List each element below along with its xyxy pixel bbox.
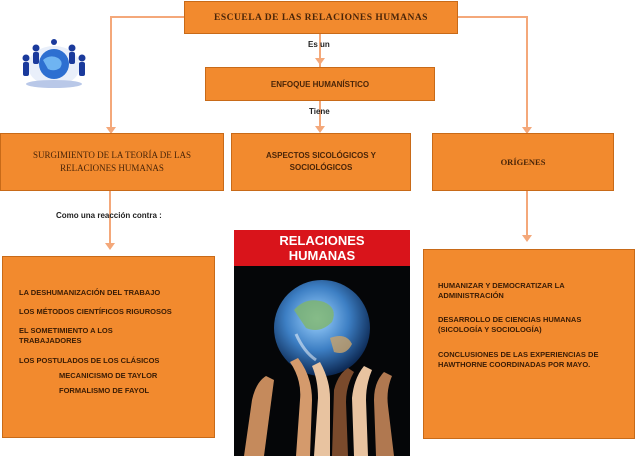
link-text-es-un: Es un	[308, 40, 330, 49]
surgimiento-text: SURGIMIENTO DE LA TEORÍA DE LAS RELACION…	[33, 150, 191, 173]
link-text-como-reaccion: Como una reacción contra :	[56, 211, 162, 220]
left-list-box: LA DESHUMANIZACIÓN DEL TRABAJO LOS MÉTOD…	[2, 256, 215, 438]
poster-title-line2: HUMANAS	[288, 248, 356, 263]
right-list-item: CONCLUSIONES DE LAS EXPERIENCIAS DE HAWT…	[438, 349, 599, 369]
right-list-box: HUMANIZAR Y DEMOCRATIZAR LA ADMINISTRACI…	[423, 249, 635, 439]
left-list-item: LOS MÉTODOS CIENTÍFICOS RIGUROSOS	[19, 307, 172, 317]
surgimiento-box: SURGIMIENTO DE LA TEORÍA DE LAS RELACION…	[0, 133, 224, 191]
left-sublist-item: FORMALISMO DE FAYOL	[59, 385, 150, 395]
link-text-tiene: Tiene	[309, 107, 330, 116]
aspectos-box: ASPECTOS SICOLÓGICOS Y SOCIOLÓGICOS	[231, 133, 411, 191]
enfoque-text: ENFOQUE HUMANÍSTICO	[270, 79, 370, 89]
left-list-item: EL SOMETIMIENTO A LOS TRABAJADORES	[19, 326, 113, 346]
enfoque-box: ENFOQUE HUMANÍSTICO	[205, 67, 435, 101]
origenes-box: ORÍGENES	[432, 133, 614, 191]
aspectos-text: ASPECTOS SICOLÓGICOS Y SOCIOLÓGICOS	[266, 151, 376, 172]
earth-hands-illustration-icon	[244, 280, 394, 456]
poster-title-line1: RELACIONES	[279, 233, 365, 248]
left-list-item: LA DESHUMANIZACIÓN DEL TRABAJO	[19, 288, 161, 297]
globe-people-logo-icon	[14, 36, 94, 92]
right-list-item: HUMANIZAR Y DEMOCRATIZAR LA ADMINISTRACI…	[438, 281, 565, 301]
poster-header: RELACIONES HUMANAS	[234, 230, 410, 266]
origenes-text: ORÍGENES	[500, 157, 546, 167]
left-list-item: LOS POSTULADOS DE LOS CLÁSICOS	[19, 355, 160, 365]
left-sublist-item: MECANICISMO DE TAYLOR	[59, 370, 158, 380]
title-text: ESCUELA DE LAS RELACIONES HUMANAS	[214, 12, 428, 23]
title-box: ESCUELA DE LAS RELACIONES HUMANAS	[184, 1, 458, 34]
relaciones-humanas-poster: RELACIONES HUMANAS	[234, 230, 410, 456]
right-list-item: DESARROLLO DE CIENCIAS HUMANAS (SICOLOGÍ…	[438, 315, 582, 335]
